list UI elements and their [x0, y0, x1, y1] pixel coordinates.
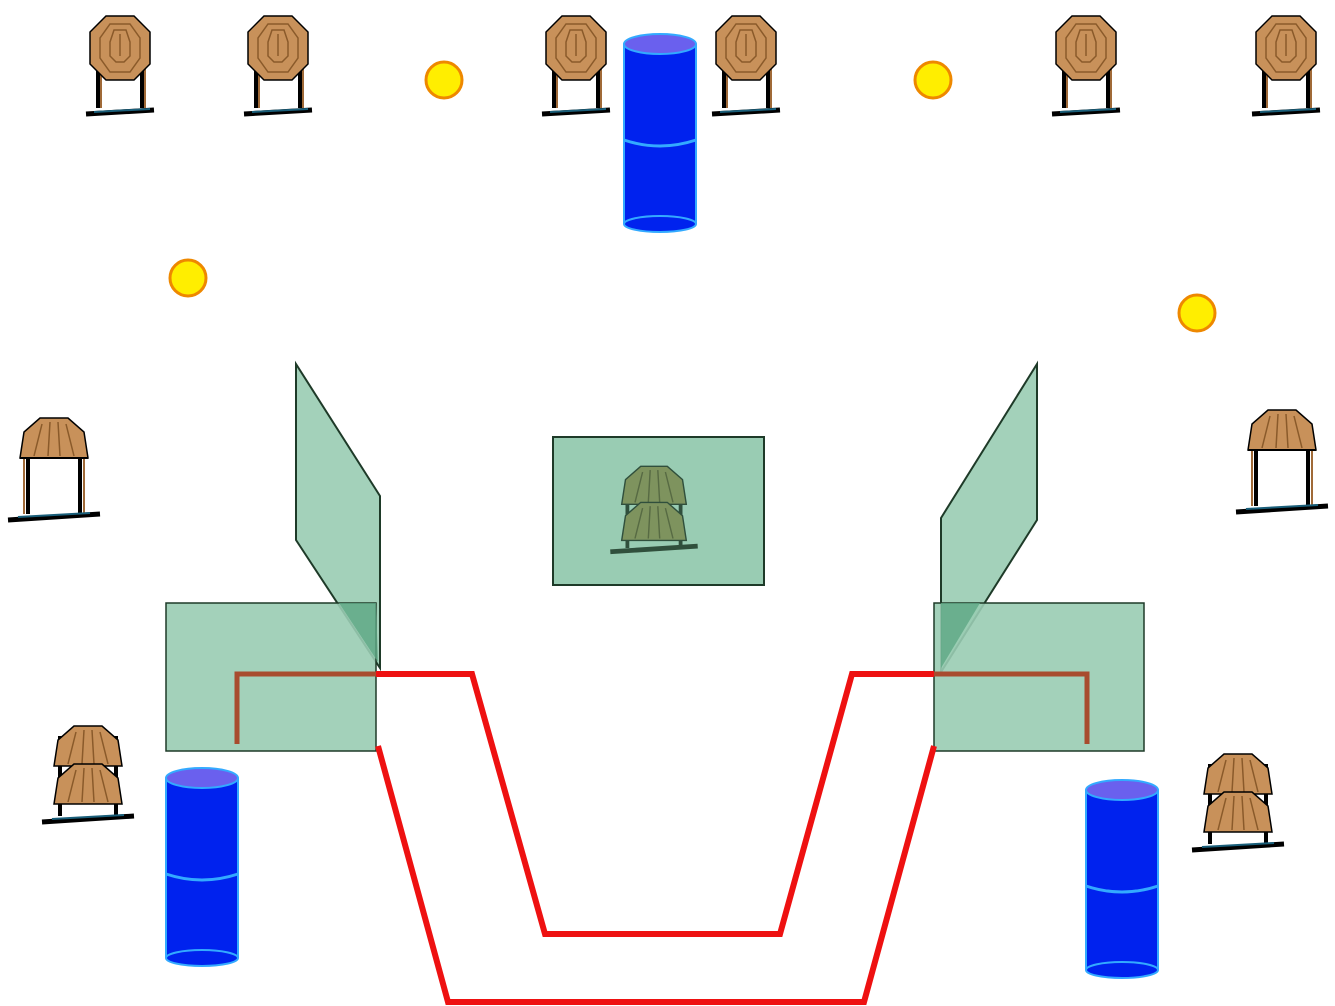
- steel-popper-icon: [1177, 293, 1217, 333]
- steel-popper-icon: [913, 60, 953, 100]
- wall-panel: [165, 602, 377, 752]
- paper-target-icon: [8, 418, 100, 520]
- steel-popper-icon: [424, 60, 464, 100]
- wall-overlap: [339, 603, 378, 662]
- wall-overlap: [941, 603, 980, 668]
- shooting-box: [234, 671, 376, 744]
- paper-target-icon: [244, 16, 312, 114]
- wall-panel: [295, 360, 381, 672]
- paper-target-icon: [1236, 410, 1328, 512]
- wall-panel: [933, 602, 1145, 752]
- paper-target-icon: [712, 16, 780, 114]
- stacked-targets-icon: [610, 465, 698, 555]
- barrel-icon: [622, 32, 698, 234]
- fault-line: [376, 671, 934, 937]
- stacked-targets-icon: [1192, 754, 1284, 850]
- stacked-targets-icon: [42, 726, 134, 822]
- barrel-icon: [1084, 778, 1160, 980]
- paper-target-icon: [1052, 16, 1120, 114]
- barrel-icon: [164, 766, 240, 968]
- paper-target-icon: [542, 16, 610, 114]
- shooting-box: [934, 671, 1090, 744]
- paper-target-icon: [86, 16, 154, 114]
- paper-target-icon: [1252, 16, 1320, 114]
- fault-line: [375, 745, 937, 1005]
- steel-popper-icon: [168, 258, 208, 298]
